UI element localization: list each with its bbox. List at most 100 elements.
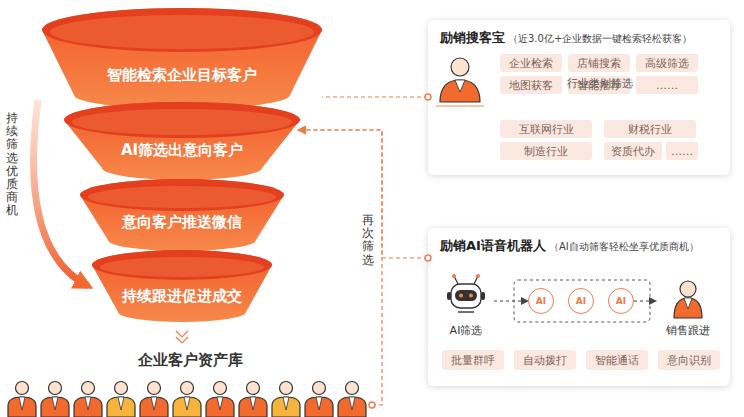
sales-person-icon	[674, 281, 702, 318]
customer-tie	[52, 397, 58, 410]
customer-head	[280, 382, 293, 395]
band-body	[80, 179, 284, 251]
band-label: 持续跟进促进成交	[92, 286, 272, 306]
badge-text: AI	[616, 296, 626, 306]
customer-tie	[316, 397, 322, 410]
customer-tie	[118, 397, 124, 410]
panel-title: 励销AI语音机器人	[440, 237, 546, 255]
band-rim	[42, 8, 322, 52]
feature-tag: 地图获客	[500, 76, 562, 94]
customer-tie	[217, 397, 223, 410]
edge-label: 再次筛选	[362, 214, 374, 267]
panel-title: 励销搜客宝	[440, 29, 505, 47]
tag-text: 资质代办	[611, 144, 655, 159]
band-shape	[42, 8, 322, 109]
panel-card	[428, 20, 730, 175]
customer-body	[8, 397, 36, 417]
customer-body	[140, 397, 168, 417]
connector	[298, 130, 382, 405]
feature-tag: ……	[636, 76, 698, 94]
feature-tag: 资质代办	[604, 142, 662, 160]
feature-tag: ……	[666, 142, 698, 160]
band-rim-inner	[50, 15, 314, 49]
band-label: 意向客户推送微信	[80, 212, 284, 232]
panel-card	[428, 228, 730, 386]
funnel-band: 意向客户推送微信	[80, 179, 284, 251]
tag-text: 高级筛选	[645, 56, 689, 71]
band-body	[64, 102, 300, 180]
edge-label: 持续筛选优质商机	[6, 112, 18, 218]
tag-text: 批量群呼	[451, 353, 495, 368]
customer-tie	[19, 397, 25, 410]
feature-tag: 店铺搜索	[568, 54, 630, 72]
tag-text: 互联网行业	[519, 122, 574, 137]
customer-head	[214, 382, 227, 395]
icon-node: AI筛选	[438, 276, 494, 338]
band-body	[42, 8, 322, 109]
customer-head	[148, 382, 161, 395]
customer-head	[82, 382, 95, 395]
tag-text: ……	[656, 79, 678, 92]
tag-text: 财税行业	[628, 122, 672, 137]
connector	[494, 301, 528, 302]
tag-text: 企业检索	[509, 56, 553, 71]
customer-body	[338, 397, 366, 417]
funnel-band: 智能检索企业目标客户	[42, 8, 322, 109]
feature-tag: 高级筛选	[636, 54, 698, 72]
product-panel: 励销搜客宝（近3.0亿+企业数据一键检索轻松获客） 企业检索 店铺搜索 高级筛选地图获…	[428, 20, 730, 175]
funnel-band: 持续跟进促进成交	[92, 250, 272, 322]
customer-tie	[349, 397, 355, 410]
feature-tag: 意向识别	[658, 350, 720, 370]
customer-head	[16, 382, 29, 395]
customer-tie	[283, 397, 289, 410]
customer-head	[346, 382, 359, 395]
icon-node: 销售跟进	[656, 276, 720, 338]
panel-header: 励销搜客宝（近3.0亿+企业数据一键检索轻松获客）	[440, 29, 692, 47]
customer-body	[272, 397, 300, 417]
band-rim-inner	[72, 109, 292, 135]
band-label: AI筛选出意向客户	[64, 140, 300, 160]
customer-head	[49, 382, 62, 395]
tag-text: 自动拨打	[523, 353, 567, 368]
section-label: 行业类别筛选	[550, 76, 650, 91]
panel-subtitle: （AI自动筛客轻松坐享优质商机）	[549, 240, 699, 254]
feature-tag: 智能通话	[586, 350, 648, 370]
person-icon	[436, 58, 484, 106]
band-rim-inner	[100, 257, 264, 277]
ai-call-badge: AI	[568, 288, 594, 314]
feature-tag: 企业检索	[500, 54, 562, 72]
panel-subtitle: （近3.0亿+企业数据一键检索轻松获客）	[508, 32, 692, 46]
icon-caption: 销售跟进	[656, 324, 720, 338]
tag-text: 制造行业	[524, 144, 568, 159]
ai-call-badge: AI	[528, 288, 554, 314]
band-label: 智能检索企业目标客户	[42, 65, 322, 85]
band-body	[92, 250, 272, 322]
asset-library: 企业客户资产库	[8, 350, 372, 416]
product-panel: 励销AI语音机器人（AI自动筛客轻松坐享优质商机） AI筛选 AI AI AI 销售跟进批…	[428, 228, 730, 386]
customer-tie	[151, 397, 157, 410]
feature-tag: 批量群呼	[442, 350, 504, 370]
icon-caption: AI筛选	[438, 324, 494, 338]
customer-body	[239, 397, 267, 417]
customer-head	[115, 382, 128, 395]
band-rim	[80, 179, 284, 211]
customer-icons	[8, 382, 366, 417]
customer-body	[206, 397, 234, 417]
connector	[634, 301, 656, 302]
feature-tag: 自动拨打	[514, 350, 576, 370]
badge-text: AI	[536, 296, 546, 306]
robot-icon	[447, 274, 485, 312]
customer-body	[305, 397, 333, 417]
panel-header: 励销AI语音机器人（AI自动筛客轻松坐享优质商机）	[440, 237, 699, 255]
tag-text: 店铺搜索	[577, 56, 621, 71]
band-shape	[92, 250, 272, 322]
dashed-group-box	[514, 280, 650, 322]
customer-head	[313, 382, 326, 395]
badge-text: AI	[576, 296, 586, 306]
ai-call-badge: AI	[608, 288, 634, 314]
customer-head	[181, 382, 194, 395]
connector	[322, 96, 428, 97]
customer-tie	[184, 397, 190, 410]
tag-text: 地图获客	[509, 78, 553, 93]
feature-tag: 互联网行业	[500, 120, 592, 138]
